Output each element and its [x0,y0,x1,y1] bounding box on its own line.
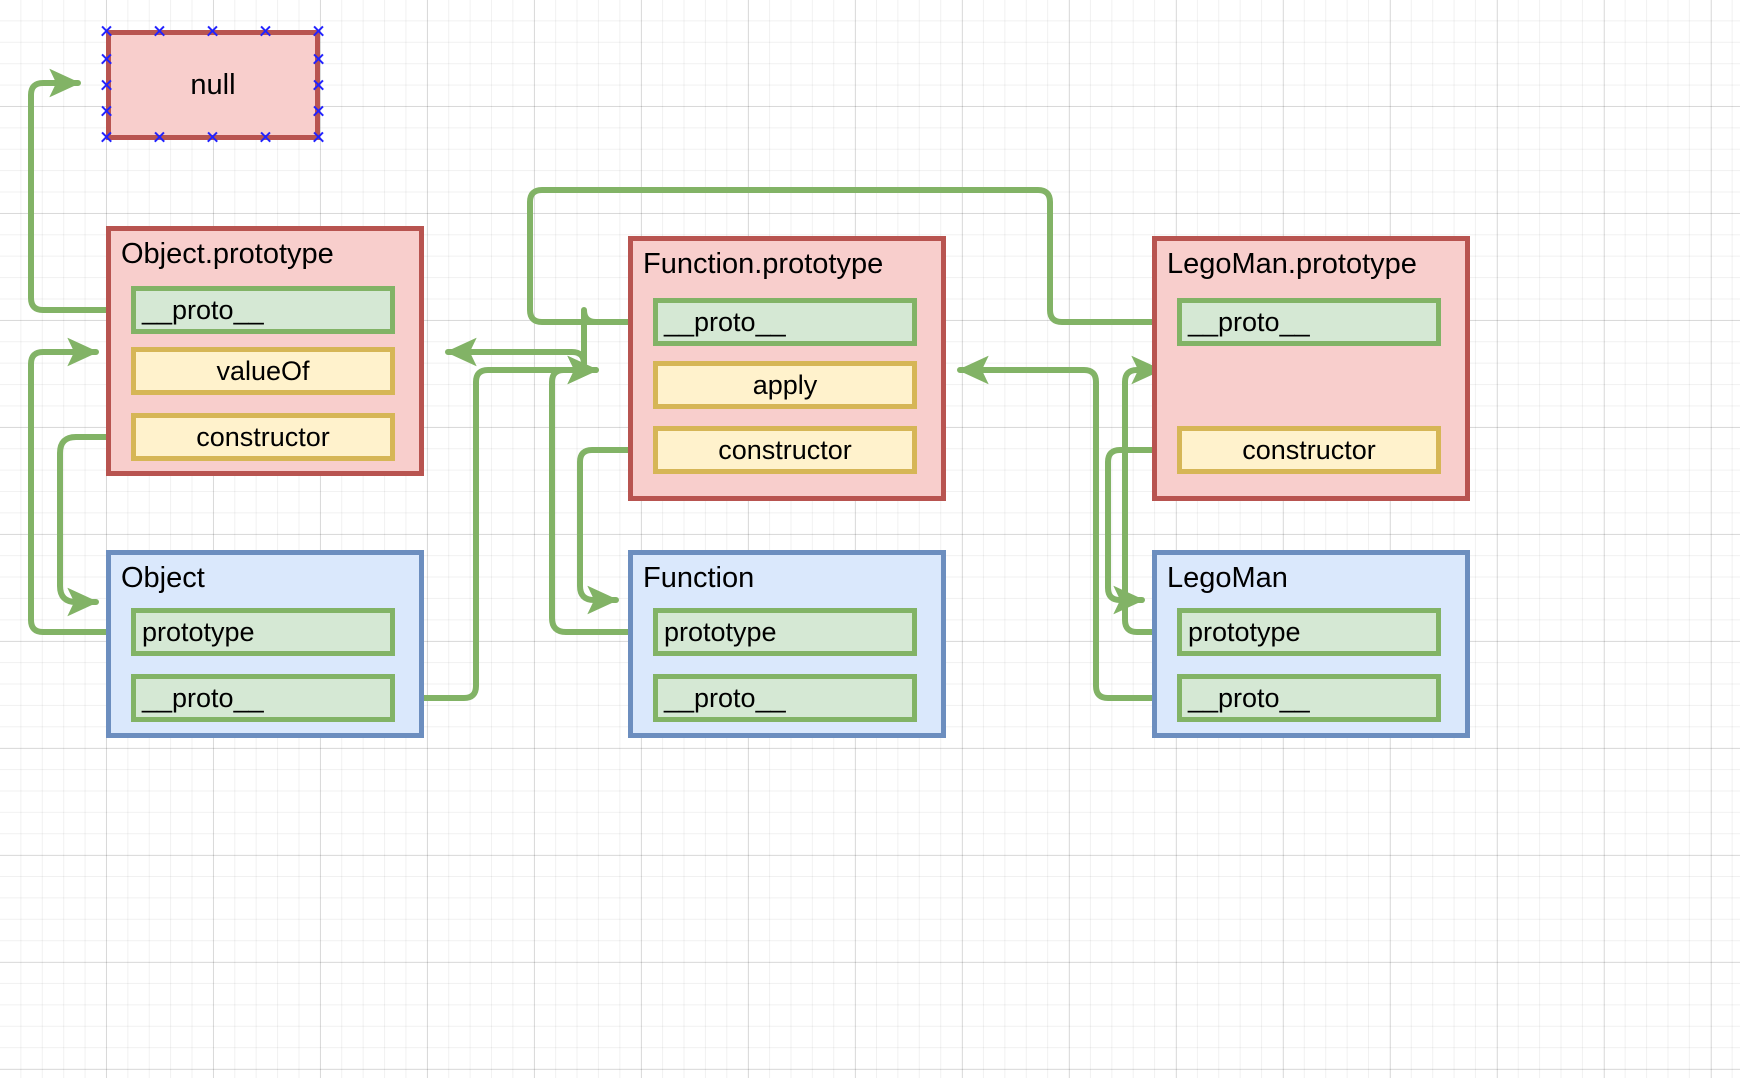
row-label: __proto__ [142,294,264,325]
node-object-prototype-title: Object.prototype [121,238,334,270]
row-label: prototype [1188,616,1301,647]
row-function-prototype-apply[interactable]: apply [653,361,917,409]
row-label: __proto__ [1188,306,1310,337]
row-object-proto[interactable]: __proto__ [131,674,395,722]
row-function-prototype-constructor[interactable]: constructor [653,426,917,474]
edge-funcproto-proto-to-objectproto [445,307,653,367]
row-label: constructor [196,421,330,452]
row-label: valueOf [216,355,310,386]
row-function-prototype-proto[interactable]: __proto__ [653,298,917,346]
node-null-label: null [190,68,236,101]
node-object-title: Object [121,562,205,594]
row-object-prototype-constructor[interactable]: constructor [131,413,395,461]
node-function-title: Function [643,562,755,594]
row-legoman-prototype-proto[interactable]: __proto__ [1177,298,1441,346]
row-function-prototype-field[interactable]: prototype [653,608,917,656]
row-object-prototype-field[interactable]: prototype [131,608,395,656]
row-label: __proto__ [664,306,786,337]
row-label: apply [752,369,818,400]
row-label: prototype [142,616,255,647]
node-null[interactable]: null [106,30,320,140]
row-legoman-prototype-field[interactable]: prototype [1177,608,1441,656]
node-function-prototype-title: Function.prototype [643,248,884,280]
row-label: prototype [664,616,777,647]
row-label: __proto__ [664,682,786,713]
row-legoman-proto[interactable]: __proto__ [1177,674,1441,722]
row-legoman-prototype-constructor[interactable]: constructor [1177,426,1441,474]
row-label: constructor [718,434,852,465]
row-object-prototype-proto[interactable]: __proto__ [131,286,395,334]
row-label: __proto__ [142,682,264,713]
node-legoman-title: LegoMan [1167,562,1288,594]
node-legoman-prototype-title: LegoMan.prototype [1167,248,1417,280]
edge-object-proto-to-funcproto [393,355,599,701]
row-function-proto[interactable]: __proto__ [653,674,917,722]
row-label: __proto__ [1188,682,1310,713]
row-label: constructor [1242,434,1376,465]
edge-legoman-proto-to-funcproto [957,355,1177,701]
row-object-prototype-valueof[interactable]: valueOf [131,347,395,395]
